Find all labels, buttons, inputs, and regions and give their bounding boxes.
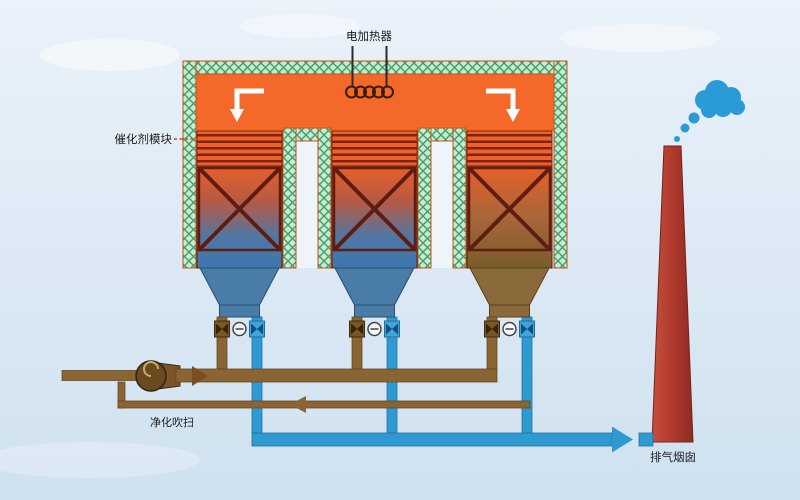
heater-label: 电加热器 [346,29,392,43]
bed-tower-1 [196,130,283,370]
flow-arrow-left [234,88,264,111]
valve-set-1 [214,320,265,338]
flow-arrow-right [486,88,516,111]
hopper-neck-1 [219,304,260,318]
dirty-flow-arrow [192,366,208,386]
catalyst-callout: 催化剂模块 [115,132,197,146]
dirty-main-pipe [175,368,498,383]
bed-tower-2 [331,130,418,370]
oxidizer-unit: 电加热器 催化剂模块 [115,29,568,370]
purge-pipe [117,400,531,409]
purge-line: 净化吹扫 [117,381,531,429]
hopper-neck-2 [354,304,395,318]
bed-brace-frame-2 [332,166,417,252]
clean-main-pipe [251,432,613,447]
cloud-shape [240,14,360,38]
smoke-cloud [674,80,745,142]
hopper-neck-3 [489,304,530,318]
cloud-shape [40,39,180,71]
stack-inlet-stub [638,432,654,447]
insulation-divider-2 [417,127,467,269]
inlet-pipe [61,370,143,381]
insulation-frame [182,60,568,269]
purge-label: 净化吹扫 [150,415,194,429]
insulation-divider-1 [282,127,332,269]
divider-wall [317,127,332,269]
dirty-gas-piping: 净化吹扫 [61,360,531,429]
valve-set-3 [484,320,535,338]
catalyst-layer-3 [466,130,553,167]
clean-gas-main [251,426,654,453]
electric-heater: 电加热器 [345,29,394,99]
frame-top [182,60,568,75]
catalyst-module-label: 催化剂模块 [115,132,173,146]
stack-label: 排气烟囱 [650,450,696,464]
bed-brace-frame-1 [197,166,282,252]
bed-tower-3 [466,130,553,370]
heater-coil-icon [345,85,394,99]
catalyst-layer-2 [331,130,418,167]
divider-wall [282,127,297,269]
valve-manifolds [214,320,535,338]
divider-gap [296,141,318,268]
frame-left [182,60,197,269]
exhaust-stack: 排气烟囱 [650,80,745,464]
catalyst-layer-1 [196,130,283,167]
clean-flow-arrow [612,426,633,453]
bed-brace-frame-3 [467,166,552,252]
combustion-chamber [196,74,554,131]
cloud-shape [0,442,200,478]
divider-gap [431,141,453,268]
chimney [651,145,694,443]
divider-wall [452,127,467,269]
chamber-flow-arrows [230,88,520,122]
purge-flow-arrow [290,396,306,413]
divider-wall [417,127,432,269]
blower [135,360,181,392]
valve-set-2 [349,320,400,338]
cloud-shape [560,24,720,52]
frame-right [553,60,568,269]
